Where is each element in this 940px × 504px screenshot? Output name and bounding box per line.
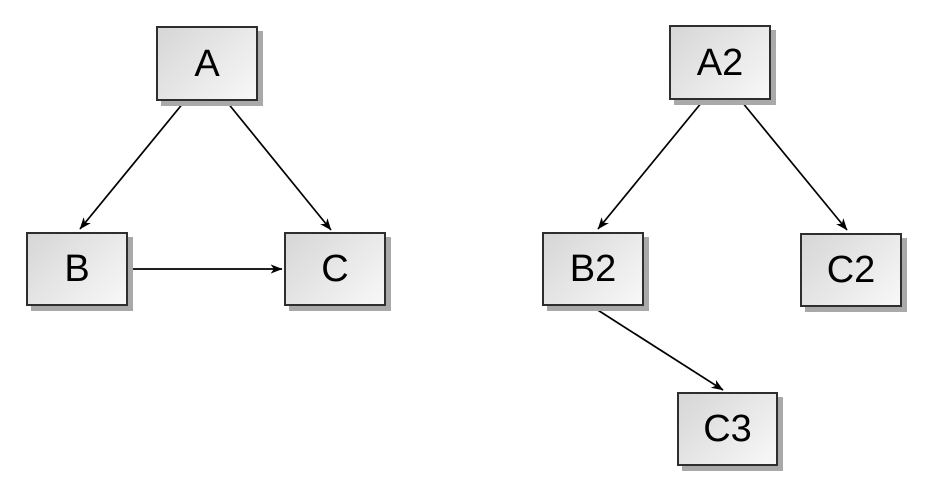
node-label-C2: C2 (826, 249, 876, 291)
node-B2: B2 (542, 232, 644, 306)
node-C2: C2 (800, 233, 902, 307)
node-label-C: C (321, 248, 349, 290)
node-B: B (26, 232, 128, 306)
node-label-A: A (194, 42, 220, 85)
edge-A-to-C (226, 101, 332, 231)
edge-A2-to-B2 (597, 101, 703, 230)
node-label-B: B (64, 248, 90, 290)
node-label-A2: A2 (696, 41, 744, 84)
edge-A2-to-C2 (741, 101, 848, 231)
edge-A-to-B (79, 101, 185, 230)
edge-B2-to-C3 (592, 306, 724, 391)
node-C: C (284, 232, 386, 306)
node-A: A (156, 26, 258, 101)
node-label-C3: C3 (703, 408, 752, 450)
node-C3: C3 (677, 392, 778, 466)
node-A2: A2 (669, 25, 771, 100)
node-label-B2: B2 (569, 248, 617, 290)
